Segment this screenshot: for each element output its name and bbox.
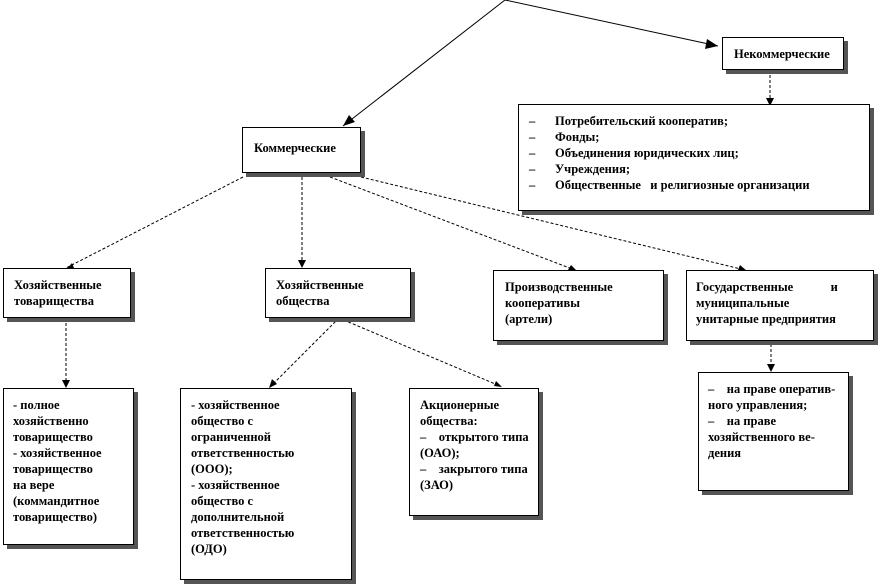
arrow-societies [298, 260, 306, 268]
partnerships-title-line: Хозяйственные [14, 278, 102, 292]
llc-item-line: общество с [191, 414, 254, 428]
arrow-unitary-list [767, 364, 775, 372]
unitary-item-line: – на праве [708, 414, 777, 428]
partnerships-item-line: товарищество [13, 462, 93, 476]
commercial-title: Коммерческие [254, 141, 336, 155]
jsc-list-box: Акционерные общества: – открытого типа (… [409, 388, 539, 516]
arrow-partnerships-list [62, 380, 70, 388]
partnerships-item-line: товарищество) [13, 510, 98, 524]
noncommercial-item: –Учреждения; [529, 162, 630, 176]
noncommercial-title: Некоммерческие [734, 47, 830, 61]
partnerships-box: Хозяйственные товарищества [3, 268, 131, 318]
line-societies-to-jsc [338, 317, 501, 387]
llc-item-line: ответственностью [191, 446, 295, 460]
line-commercial-to-cooperatives [329, 176, 576, 271]
commercial-box: Коммерческие [242, 127, 361, 173]
unitary-item-line: хозяйственного ве- [708, 430, 815, 444]
partnerships-title-line: товарищества [14, 294, 95, 308]
arrow-cooperatives [568, 265, 577, 271]
jsc-item-line: – закрытого типа [420, 462, 528, 476]
partnerships-item-line: хозяйственно [13, 414, 89, 428]
noncommercial-item: –Фонды; [529, 130, 600, 144]
line-commercial-to-partnerships [65, 176, 244, 269]
unitary-item-line: – на праве оператив- [708, 382, 836, 396]
line-top-to-noncommercial [504, 0, 719, 47]
arrow-noncommercial [705, 39, 718, 49]
unitary-list-box: – на праве оператив- ного управления; – … [698, 372, 849, 491]
partnerships-item-line: - хозяйственное [13, 446, 102, 460]
partnerships-item-line: (коммандитное [13, 494, 100, 508]
cooperatives-title-line: Производственные [505, 280, 613, 294]
arrow-noncommercial-list [766, 98, 774, 106]
societies-title-line: общества [276, 294, 330, 308]
partnerships-item-line: на вере [13, 478, 55, 492]
arrow-jsc [494, 381, 502, 387]
llc-item-line: (ООО); [191, 462, 233, 476]
unitary-item-line: ного управления; [708, 398, 808, 412]
unitary-box: Государственные и муниципальные унитарны… [686, 270, 874, 341]
noncommercial-box: Некоммерческие [722, 37, 844, 70]
llc-item-line: общество с [191, 494, 254, 508]
arrow-llc [269, 379, 277, 388]
jsc-item-line: общества: [420, 414, 478, 428]
llc-item-line: - хозяйственное [191, 478, 280, 492]
arrow-commercial [343, 115, 355, 126]
llc-item-line: дополнительной [191, 510, 285, 524]
cooperatives-box: Производственные кооперативы (артели) [493, 270, 664, 341]
jsc-item-line: – открытого типа [420, 430, 529, 444]
arrow-unitary [738, 265, 747, 271]
noncommercial-item: –Потребительский кооператив; [529, 114, 729, 128]
unitary-title-line: Государственные и [696, 280, 838, 294]
noncommercial-item: –Объединения юридических лиц; [529, 146, 739, 160]
line-commercial-to-unitary [360, 176, 746, 271]
line-societies-to-llc [270, 317, 340, 387]
llc-item-line: - хозяйственное [191, 398, 280, 412]
jsc-item-line: (ОАО); [420, 446, 460, 460]
partnerships-item-line: товарищество [13, 430, 93, 444]
noncommercial-item: –Общественные и религиозные организации [529, 178, 810, 192]
llc-list-box: - хозяйственное общество с ограниченной … [180, 388, 352, 580]
unitary-item-line: дения [708, 446, 742, 460]
cooperatives-title-line: кооперативы [505, 296, 581, 310]
unitary-title-line: унитарные предприятия [696, 312, 836, 326]
llc-item-line: ограниченной [191, 430, 271, 444]
line-top-to-commercial [342, 0, 506, 127]
partnerships-list-box: - полное хозяйственно товарищество - хоз… [3, 388, 134, 545]
societies-title-line: Хозяйственные [276, 278, 364, 292]
unitary-title-line: муниципальные [696, 296, 790, 310]
noncommercial-list-box: –Потребительский кооператив; –Фонды; –Об… [518, 104, 870, 211]
llc-item-line: (ОДО) [191, 542, 227, 556]
llc-item-line: ответственностью [191, 526, 295, 540]
societies-box: Хозяйственные общества [265, 268, 411, 318]
jsc-item-line: Акционерные [420, 398, 500, 412]
partnerships-item-line: - полное [13, 398, 60, 412]
jsc-item-line: (ЗАО) [420, 478, 454, 492]
cooperatives-title-line: (артели) [505, 312, 553, 326]
